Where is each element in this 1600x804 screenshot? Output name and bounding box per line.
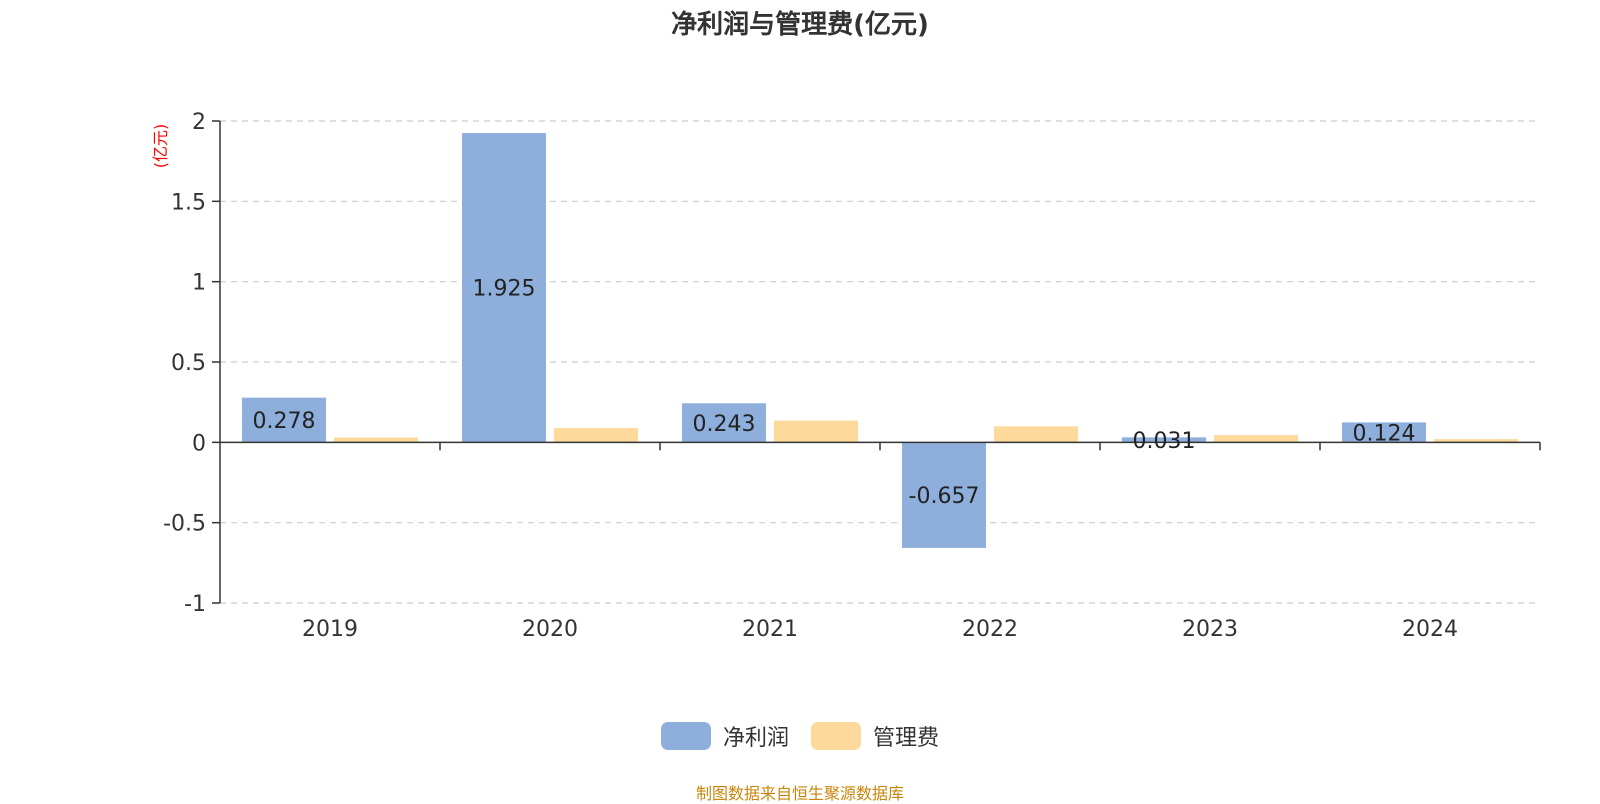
- chart-title: 净利润与管理费(亿元): [671, 10, 929, 40]
- data-label-net-profit: 1.925: [473, 277, 536, 302]
- bar-net-profit: [1122, 437, 1206, 443]
- bar-admin-fee: [774, 420, 858, 443]
- bar-admin-fee: [1214, 435, 1298, 443]
- x-tick-label: 2021: [742, 617, 798, 642]
- y-tick-label: 1.5: [171, 190, 206, 215]
- legend-item-admin-fee[interactable]: 管理费: [811, 720, 939, 752]
- x-tick-label: 2022: [962, 617, 1018, 642]
- data-label-net-profit: 0.124: [1353, 421, 1416, 446]
- y-axis-unit-label: (亿元): [151, 124, 170, 169]
- bar-net-profit: [242, 397, 326, 443]
- bar-admin-fee: [1434, 439, 1518, 443]
- y-tick-label: -1: [184, 592, 206, 617]
- legend-label-admin-fee: 管理费: [873, 726, 940, 751]
- bar-net-profit: [1342, 422, 1426, 443]
- bar-net-profit: [902, 442, 986, 548]
- x-tick-label: 2023: [1182, 617, 1238, 642]
- data-label-net-profit: -0.657: [909, 484, 980, 509]
- legend-swatch-admin-fee: [811, 722, 861, 750]
- bar-net-profit: [682, 403, 766, 443]
- bar-net-profit: [462, 133, 546, 443]
- bar-chart: 2 1.5 1 0.5 0 -0.5 -1 (亿元) 2019 2020 2021 2022 2023 2…: [151, 110, 1541, 642]
- bar-admin-fee: [334, 437, 418, 443]
- y-tick-label: 0: [192, 431, 206, 456]
- legend-label-net-profit: 净利润: [722, 726, 789, 751]
- bar-admin-fee: [994, 426, 1078, 443]
- legend-swatch-net-profit: [660, 722, 711, 750]
- x-tick-label: 2024: [1402, 617, 1458, 642]
- data-label-net-profit: 0.278: [253, 409, 316, 434]
- y-tick-label: 1: [192, 271, 206, 296]
- x-tick-label: 2020: [522, 617, 578, 642]
- x-tick-label: 2019: [302, 617, 358, 642]
- legend-item-net-profit[interactable]: 净利润: [660, 720, 789, 752]
- legend: 净利润 管理费: [0, 720, 1600, 752]
- y-tick-label: 0.5: [171, 351, 206, 376]
- source-note: 制图数据来自恒生聚源数据库: [695, 784, 904, 803]
- y-tick-label: -0.5: [163, 512, 206, 537]
- y-tick-label: 2: [192, 110, 206, 135]
- data-label-net-profit: 0.243: [693, 412, 756, 437]
- bar-admin-fee: [554, 427, 638, 443]
- data-label-net-profit: 0.031: [1133, 429, 1196, 454]
